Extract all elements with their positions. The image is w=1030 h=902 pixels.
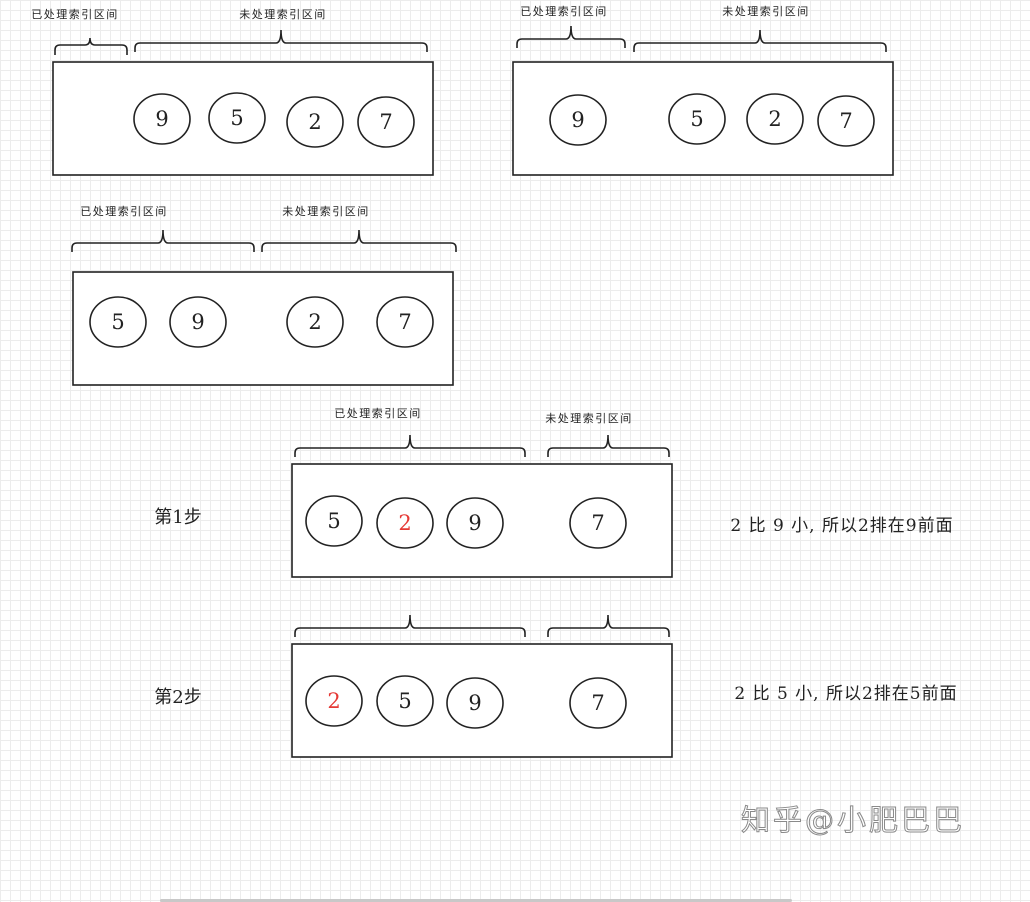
processed-brace: [54, 37, 128, 55]
unprocessed-label: 未处理索引区间: [545, 411, 633, 425]
number-label: 9: [571, 108, 584, 132]
number-label: 5: [327, 509, 340, 533]
number-label: 7: [839, 109, 852, 133]
panel-step-1: 已处理索引区间 未处理索引区间 5 2 9 7 第1步 2 比 9 小, 所以2…: [154, 406, 953, 578]
number-circle: [446, 497, 504, 549]
step-label: 第1步: [154, 507, 201, 528]
panel-step-2: 2 5 9 7 第2步 2 比 5 小, 所以2排在5前面: [154, 614, 957, 758]
number-circle: [169, 296, 227, 348]
number-label: 2: [308, 110, 321, 134]
number-circle: [668, 93, 726, 145]
highlighted-number-label: 2: [398, 511, 411, 535]
unprocessed-brace: [633, 29, 887, 52]
number-circle: [746, 93, 804, 145]
unprocessed-brace: [547, 434, 670, 457]
processed-brace: [516, 25, 626, 48]
unprocessed-brace: [134, 29, 428, 52]
number-circle: [376, 675, 434, 727]
number-circle: [89, 296, 147, 348]
number-label: 7: [591, 511, 604, 535]
step-label: 第2步: [154, 687, 201, 708]
number-circle: [817, 95, 875, 147]
step-note: 2 比 5 小, 所以2排在5前面: [734, 684, 957, 704]
number-label: 5: [690, 107, 703, 131]
processed-brace: [294, 614, 526, 637]
number-label: 2: [308, 310, 321, 334]
number-circle: [133, 93, 191, 145]
number-label: 5: [111, 310, 124, 334]
number-circle: [446, 677, 504, 729]
watermark: 知乎@小肥巴巴: [741, 803, 965, 837]
processed-brace: [71, 229, 255, 252]
number-label: 9: [191, 310, 204, 334]
processed-brace: [294, 434, 526, 457]
unprocessed-brace: [261, 229, 457, 252]
number-label: 2: [768, 107, 781, 131]
number-label: 5: [398, 689, 411, 713]
panel-1: 已处理索引区间 未处理索引区间 9 5 2 7: [31, 7, 434, 176]
unprocessed-label: 未处理索引区间: [722, 4, 810, 18]
number-label: 7: [591, 691, 604, 715]
highlighted-number-label: 2: [327, 689, 340, 713]
unprocessed-label: 未处理索引区间: [239, 7, 327, 21]
number-label: 9: [468, 691, 481, 715]
processed-label: 已处理索引区间: [80, 204, 168, 218]
number-circle: [305, 675, 363, 727]
number-circle: [357, 96, 415, 148]
number-circle: [376, 296, 434, 348]
number-label: 7: [379, 110, 392, 134]
number-label: 7: [398, 310, 411, 334]
number-circle: [569, 677, 627, 729]
processed-label: 已处理索引区间: [520, 4, 608, 18]
number-circle: [376, 497, 434, 549]
step-note: 2 比 9 小, 所以2排在9前面: [730, 516, 953, 536]
number-label: 9: [468, 511, 481, 535]
number-circle: [208, 92, 266, 144]
number-circle: [286, 96, 344, 148]
number-label: 9: [155, 107, 168, 131]
unprocessed-brace: [547, 614, 670, 637]
number-label: 5: [230, 106, 243, 130]
processed-label: 已处理索引区间: [31, 7, 119, 21]
number-circle: [305, 495, 363, 547]
panel-2: 已处理索引区间 未处理索引区间 9 5 2 7: [512, 4, 894, 176]
processed-label: 已处理索引区间: [334, 406, 422, 420]
number-circle: [549, 94, 607, 146]
number-circle: [286, 296, 344, 348]
unprocessed-label: 未处理索引区间: [282, 204, 370, 218]
horizontal-scrollbar[interactable]: [160, 899, 792, 902]
panel-3: 已处理索引区间 未处理索引区间 5 9 2 7: [71, 204, 457, 386]
number-circle: [569, 497, 627, 549]
